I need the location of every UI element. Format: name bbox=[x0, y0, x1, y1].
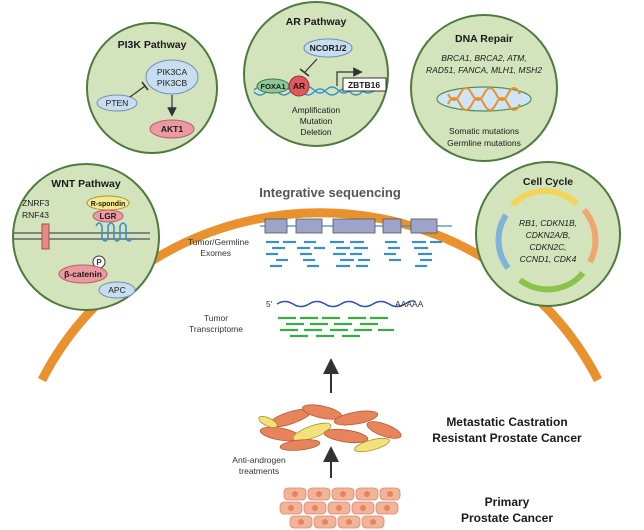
pik3ca-label: PIK3CA bbox=[157, 67, 188, 77]
exome-label-line2: Exomes bbox=[200, 248, 231, 258]
metastatic-cells-illustration bbox=[258, 404, 402, 453]
integrative-sequencing-section: Integrative sequencing Tumor/Germline Ex… bbox=[188, 185, 452, 478]
wnt-title: WNT Pathway bbox=[51, 178, 121, 190]
ar-title: AR Pathway bbox=[286, 16, 347, 28]
anti-androgen-line1: Anti-androgen bbox=[232, 455, 286, 465]
dna-repair-genes-line1: BRCA1, BRCA2, ATM, bbox=[441, 53, 527, 63]
ar-pathway-panel: AR Pathway NCOR1/2 FOXA1 AR ZBTB16 Ampli… bbox=[243, 1, 389, 147]
cell-cycle-title: Cell Cycle bbox=[523, 176, 573, 188]
exome-label-line1: Tumor/Germline bbox=[188, 237, 249, 247]
ncor-label: NCOR1/2 bbox=[310, 43, 347, 53]
cell-cycle-genes-line4: CCND1, CDK4 bbox=[520, 254, 577, 264]
ar-alteration-amplification: Amplification bbox=[292, 105, 340, 115]
transcriptome-label-line1: Tumor bbox=[204, 313, 228, 323]
cell-cycle-panel: Cell Cycle RB1, CDKN1B, CDKN2A/B, CDKN2C… bbox=[475, 161, 621, 307]
rnf43-label: RNF43 bbox=[22, 210, 49, 220]
apc-label: APC bbox=[108, 285, 125, 295]
pik3cb-label: PIK3CB bbox=[157, 78, 188, 88]
mcrpc-label-line2: Resistant Prostate Cancer bbox=[432, 431, 582, 445]
znrf3-label: ZNRF3 bbox=[22, 198, 50, 208]
ar-alteration-mutation: Mutation bbox=[300, 116, 333, 126]
cell-cycle-genes-line2: CDKN2A/B, bbox=[526, 230, 571, 240]
phospho-p-label: P bbox=[96, 258, 102, 267]
dna-repair-genes-line2: RAD51, FANCA, MLH1, MSH2 bbox=[426, 65, 542, 75]
lgr-label: LGR bbox=[100, 212, 117, 221]
primary-label-line2: Prostate Cancer bbox=[461, 511, 553, 525]
pi3k-pathway-panel: PI3K Pathway PIK3CA PIK3CB PTEN AKT1 bbox=[86, 22, 218, 154]
r-spondin-label: R-spondin bbox=[91, 201, 126, 208]
human-figures-group bbox=[65, 383, 215, 508]
dna-repair-title: DNA Repair bbox=[455, 33, 513, 45]
five-prime-label: 5' bbox=[266, 299, 273, 309]
mcrpc-label-line1: Metastatic Castration bbox=[446, 415, 567, 429]
primary-cell-nuclei bbox=[288, 491, 393, 525]
pi3k-title: PI3K Pathway bbox=[118, 39, 187, 51]
germline-mutations-label: Germline mutations bbox=[447, 138, 521, 148]
transcriptome-label-line2: Transcriptome bbox=[189, 324, 243, 334]
akt1-label: AKT1 bbox=[161, 124, 183, 134]
ar-alteration-deletion: Deletion bbox=[300, 127, 331, 137]
polya-label: AAAAA bbox=[395, 299, 424, 309]
ar-label: AR bbox=[293, 81, 305, 91]
anti-androgen-line2: treatments bbox=[239, 466, 279, 476]
foxa1-label: FOXA1 bbox=[260, 82, 285, 91]
primary-label-line1: Primary bbox=[485, 495, 530, 509]
pten-label: PTEN bbox=[106, 98, 129, 108]
cell-cycle-genes-line3: CDKN2C, bbox=[529, 242, 566, 252]
wnt-pathway-panel: WNT Pathway ZNRF3 RNF43 R-spondin LGR P … bbox=[12, 163, 160, 311]
primary-cells-illustration bbox=[279, 487, 401, 529]
dna-repair-panel: DNA Repair BRCA1, BRCA2, ATM, RAD51, FAN… bbox=[410, 14, 558, 162]
cell-cycle-genes-line1: RB1, CDKN1B, bbox=[519, 218, 577, 228]
somatic-mutations-label: Somatic mutations bbox=[449, 126, 519, 136]
integrative-sequencing-title: Integrative sequencing bbox=[259, 185, 401, 200]
zbtb16-label: ZBTB16 bbox=[348, 80, 380, 90]
beta-catenin-label: β-catenin bbox=[64, 269, 102, 279]
